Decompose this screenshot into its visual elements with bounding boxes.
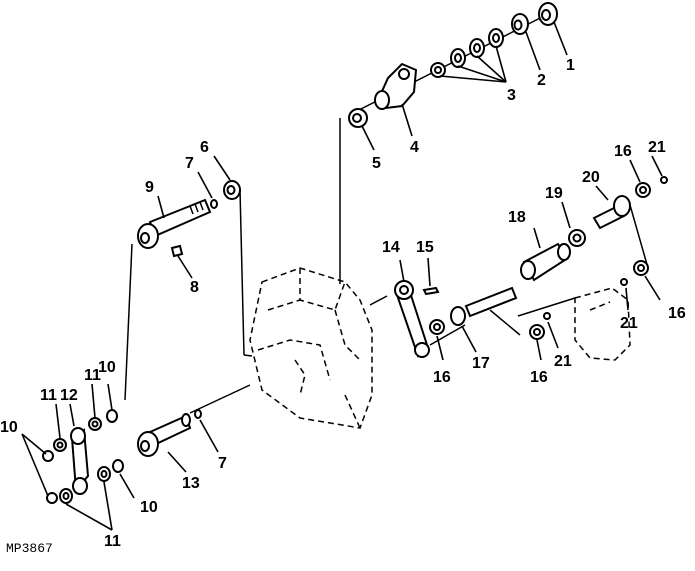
- part-13-shaft: [137, 413, 192, 457]
- part-10-ring-a: [106, 409, 118, 423]
- callout-1: 1: [566, 57, 575, 74]
- callout-13: 13: [182, 475, 200, 492]
- leader-lines: [21, 21, 663, 531]
- callout-16-c: 16: [530, 369, 548, 386]
- callout-labels: 1 2 3 4 5 6 7 9 8 10 11 11 12 10 10 11 1…: [0, 57, 686, 550]
- callout-10-c: 10: [140, 499, 158, 516]
- part-21-clip-mid: [543, 312, 551, 320]
- part-16-washer-a: [429, 319, 445, 335]
- callout-16-b: 16: [614, 143, 632, 160]
- part-3-washers: [430, 28, 504, 78]
- part-21-clip-right: [620, 278, 628, 286]
- callout-7-lower: 7: [218, 455, 227, 472]
- part-6-washer: [223, 180, 241, 200]
- part-7-ring-upper: [210, 199, 218, 209]
- part-16-washer-d: [633, 260, 649, 276]
- part-11-washer-b: [53, 438, 67, 452]
- part-16-washer-b: [635, 182, 651, 198]
- callout-9: 9: [145, 179, 154, 196]
- part-11-washer-a: [88, 417, 102, 431]
- part-18-spacer: [520, 242, 571, 282]
- callout-6: 6: [200, 139, 209, 156]
- callout-5: 5: [372, 155, 381, 172]
- callout-16-a: 16: [433, 369, 451, 386]
- part-19-washer: [568, 229, 586, 247]
- part-8-pin: [170, 244, 184, 258]
- part-17-bolt: [450, 286, 518, 326]
- callout-16-d: 16: [668, 305, 686, 322]
- part-10-ring-d: [46, 492, 58, 504]
- callout-12: 12: [60, 387, 78, 404]
- bracket-outline: [574, 287, 631, 361]
- part-1-nut: [538, 2, 558, 26]
- callout-17: 17: [472, 355, 490, 372]
- callout-8: 8: [190, 279, 199, 296]
- callout-11-c: 11: [104, 533, 121, 550]
- part-12-link: [70, 427, 90, 495]
- part-16-washer-c: [529, 324, 545, 340]
- callout-7-upper: 7: [185, 155, 194, 172]
- callout-10-b: 10: [0, 419, 18, 436]
- callout-15: 15: [416, 239, 434, 256]
- callout-14: 14: [382, 239, 400, 256]
- part-9-shaft: [137, 198, 212, 249]
- part-20-bolt: [592, 195, 631, 230]
- callout-21-c: 21: [620, 315, 638, 332]
- part-5-washer: [348, 108, 368, 128]
- callout-21-a: 21: [648, 139, 666, 156]
- part-11-washer-c: [97, 466, 111, 482]
- part-15-cotter: [422, 286, 440, 296]
- callout-20: 20: [582, 169, 600, 186]
- part-7-ring-lower: [194, 409, 202, 419]
- callout-21-b: 21: [554, 353, 572, 370]
- callout-11-b: 11: [40, 387, 57, 404]
- callout-4: 4: [410, 139, 419, 156]
- part-21-clip-top: [660, 176, 668, 184]
- callout-18: 18: [508, 209, 526, 226]
- callout-19: 19: [545, 185, 563, 202]
- part-14-lever: [394, 280, 430, 358]
- part-10-ring-c: [112, 459, 124, 473]
- housing-outline: [249, 267, 373, 429]
- part-2-nut: [511, 13, 529, 35]
- part-11-washer-d: [59, 488, 73, 504]
- part-4-arm: [374, 62, 418, 110]
- callout-11-a: 11: [84, 367, 101, 384]
- callout-3: 3: [507, 87, 516, 104]
- callout-2: 2: [537, 72, 546, 89]
- callout-10-a: 10: [98, 359, 116, 376]
- figure-code: MP3867: [6, 541, 53, 556]
